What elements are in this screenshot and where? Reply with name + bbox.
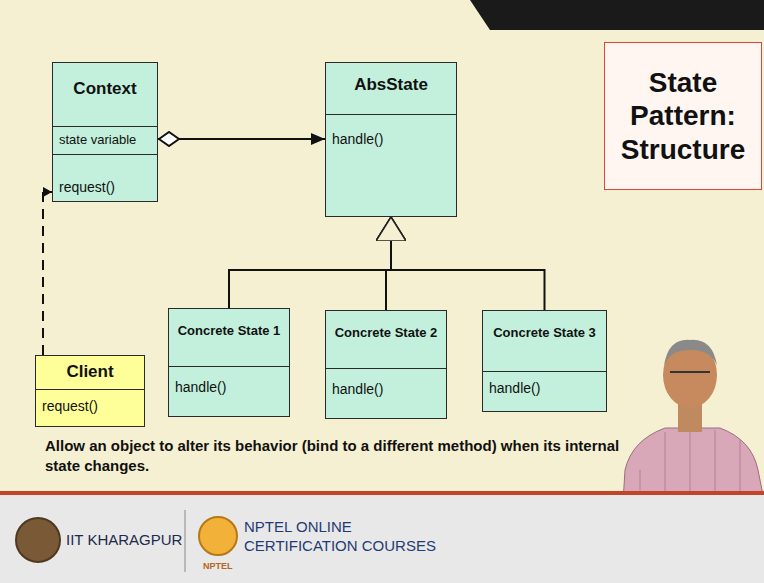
class-name: Concrete State 2 xyxy=(326,311,446,368)
top-band xyxy=(470,0,764,30)
logo-label: NPTEL xyxy=(203,561,233,571)
class-box: Contextstate variablerequest() xyxy=(52,62,158,202)
class-name: Concrete State 1 xyxy=(169,309,289,366)
presenter-hair xyxy=(664,340,717,366)
inheritance-line xyxy=(391,241,545,310)
class-member: handle() xyxy=(326,368,446,418)
client-box: Clientrequest() xyxy=(35,355,145,427)
class-box: Concrete State 2handle() xyxy=(325,310,447,419)
class-member: handle() xyxy=(483,371,606,411)
class-member: request() xyxy=(53,154,157,201)
slide-title: State Pattern: Structure xyxy=(604,42,762,190)
iit-logo xyxy=(16,518,60,562)
nptel-logo xyxy=(199,517,237,555)
institute-name: IIT KHARAGPUR xyxy=(66,531,182,548)
class-member: handle() xyxy=(326,114,456,216)
footer-divider xyxy=(185,510,186,572)
footer-stripe xyxy=(0,491,764,495)
footer-band xyxy=(0,495,764,583)
inheritance-line xyxy=(229,241,391,308)
class-member: state variable xyxy=(53,126,157,154)
presenter-glasses xyxy=(670,371,710,373)
class-member: request() xyxy=(36,389,144,426)
class-box: AbsStatehandle() xyxy=(325,62,457,217)
class-name: Context xyxy=(53,63,157,126)
class-box: Concrete State 3handle() xyxy=(482,310,607,412)
pattern-intent: Allow an object to alter its behavior (b… xyxy=(45,436,630,475)
program-name: NPTEL ONLINE xyxy=(244,518,352,535)
class-name: Concrete State 3 xyxy=(483,311,606,371)
aggregation-line xyxy=(158,138,325,140)
program-name: CERTIFICATION COURSES xyxy=(244,537,436,554)
dependency-line xyxy=(43,192,52,355)
class-box: Concrete State 1handle() xyxy=(168,308,290,417)
class-name: AbsState xyxy=(326,63,456,114)
class-member: handle() xyxy=(169,366,289,416)
class-name: Client xyxy=(36,356,144,389)
